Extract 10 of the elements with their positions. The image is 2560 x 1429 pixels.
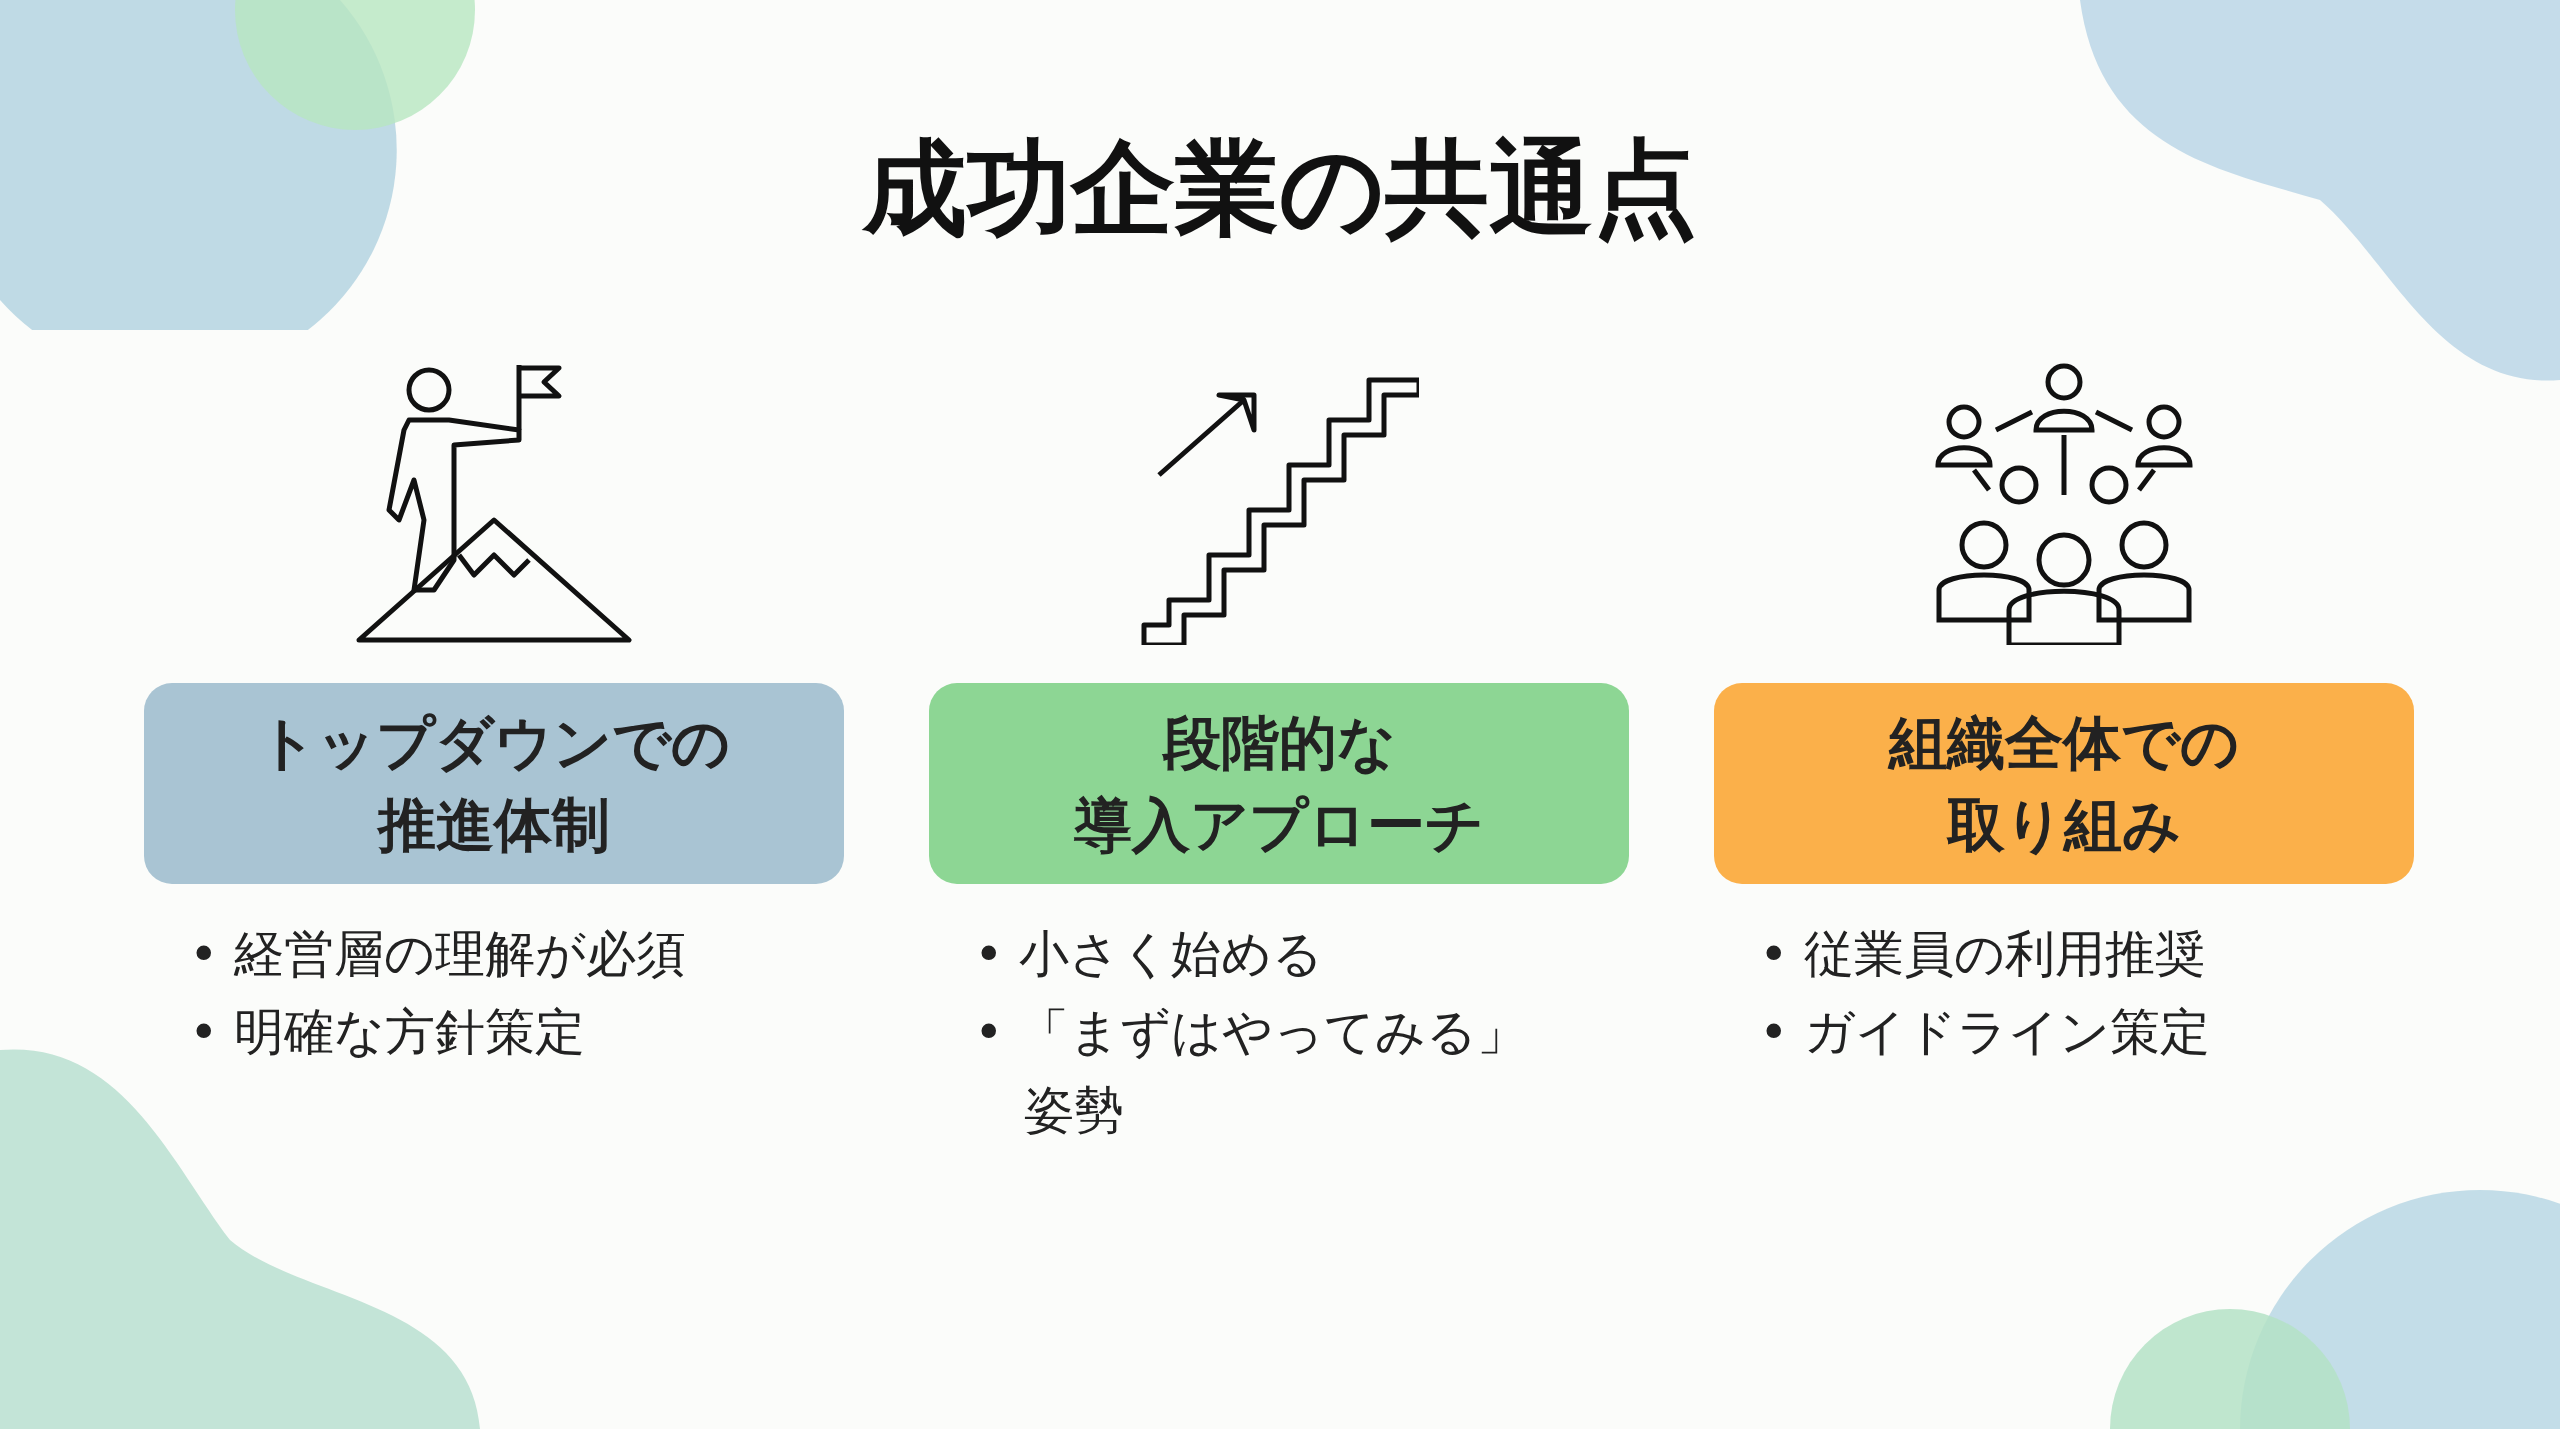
heading-box: 段階的な導入アプローチ [929,683,1629,884]
slide-title: 成功企業の共通点 [863,126,1697,251]
bullet-item: • 小さく始める [974,924,1325,985]
bullet-item: • 従業員の利用推奨 [1759,924,2207,985]
bullet-item: • 経営層の理解が必須 [189,924,688,985]
bullet-item: • 「まずはやってみる」姿勢 [974,1002,1529,1141]
heading-box: トップダウンでの推進体制 [144,683,844,884]
bullet-item: • ガイドライン策定 [1759,1002,2212,1063]
bullet-item: • 明確な方針策定 [189,1002,587,1063]
heading-box: 組織全体での取り組み [1714,683,2414,884]
